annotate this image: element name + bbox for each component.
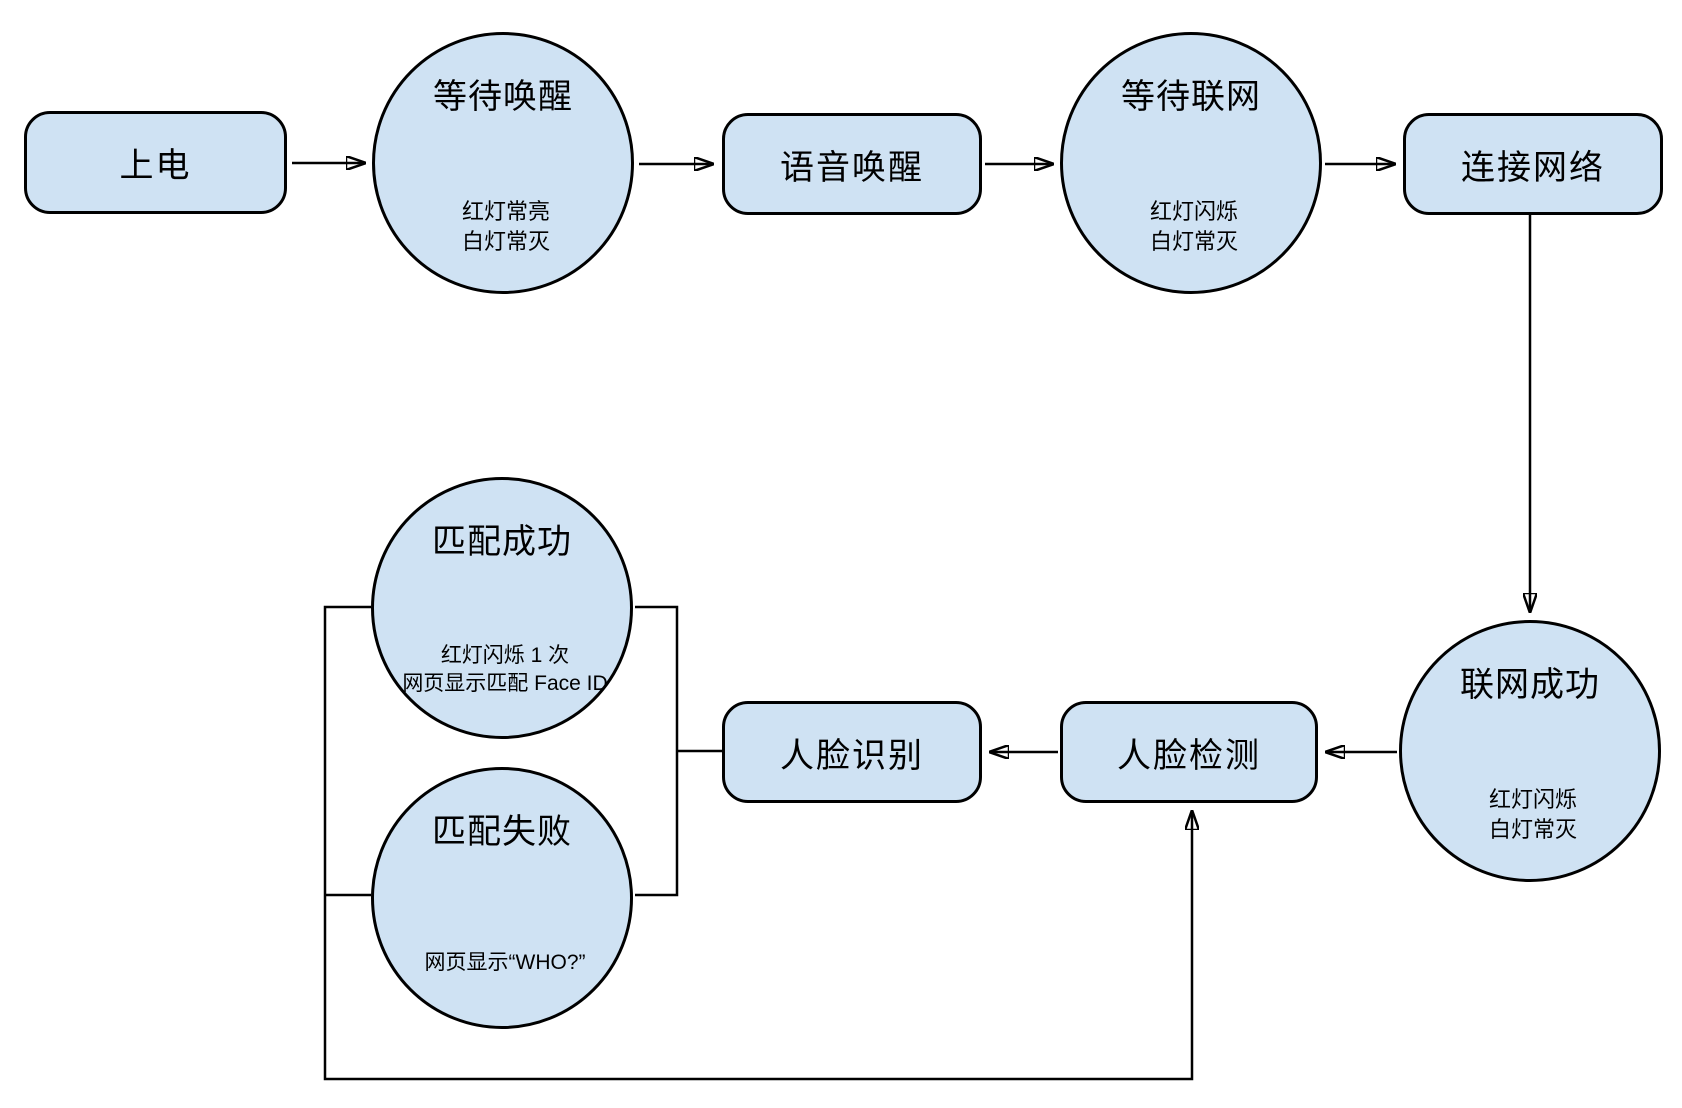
node-network-success-label: 联网成功	[1460, 666, 1600, 704]
node-power-on-label: 上电	[119, 147, 192, 185]
node-network-success: 联网成功 红灯闪烁 白灯常灭	[1399, 620, 1661, 882]
node-voice-wake: 语音唤醒	[722, 113, 982, 215]
status-line: 红灯常亮	[461, 199, 550, 224]
node-wait-network-label: 等待联网	[1121, 78, 1261, 116]
status-line: 红灯闪烁	[1149, 199, 1238, 224]
node-connect-network-label: 连接网络	[1461, 148, 1605, 187]
node-face-detect: 人脸检测	[1060, 701, 1318, 803]
node-match-fail-label: 匹配失败	[432, 813, 572, 851]
node-match-success-label: 匹配成功	[432, 523, 572, 561]
node-match-success: 匹配成功 红灯闪烁 1 次 网页显示匹配 Face ID	[371, 477, 633, 739]
node-connect-network: 连接网络	[1403, 113, 1663, 215]
node-face-detect-label: 人脸检测	[1117, 736, 1261, 775]
node-face-recognize-label: 人脸识别	[780, 736, 924, 775]
node-wait-network: 等待联网 红灯闪烁 白灯常灭	[1060, 32, 1322, 294]
status-line: 白灯常灭	[1149, 229, 1238, 254]
status-line: 红灯闪烁	[1488, 787, 1577, 812]
node-match-fail-status: 网页显示“WHO?”	[344, 948, 666, 978]
node-power-on: 上电	[24, 111, 287, 214]
node-match-fail: 匹配失败 网页显示“WHO?”	[371, 767, 633, 1029]
node-wait-network-status: 红灯闪烁 白灯常灭	[1033, 197, 1355, 257]
status-line: 白灯常灭	[461, 229, 550, 254]
node-match-success-status: 红灯闪烁 1 次 网页显示匹配 Face ID	[344, 642, 666, 698]
node-face-recognize: 人脸识别	[722, 701, 982, 803]
node-wait-wake-status: 红灯常亮 白灯常灭	[345, 197, 667, 257]
status-line: 网页显示匹配 Face ID	[402, 672, 608, 695]
node-voice-wake-label: 语音唤醒	[780, 148, 924, 187]
status-line: 网页显示“WHO?”	[424, 951, 586, 974]
node-wait-wake-label: 等待唤醒	[433, 78, 573, 116]
loop-match-results-to-face-detect	[323, 605, 1192, 1081]
node-network-success-status: 红灯闪烁 白灯常灭	[1372, 785, 1682, 845]
node-wait-wake: 等待唤醒 红灯常亮 白灯常灭	[372, 32, 634, 294]
status-line: 红灯闪烁 1 次	[440, 644, 570, 667]
status-line: 白灯常灭	[1488, 817, 1577, 842]
